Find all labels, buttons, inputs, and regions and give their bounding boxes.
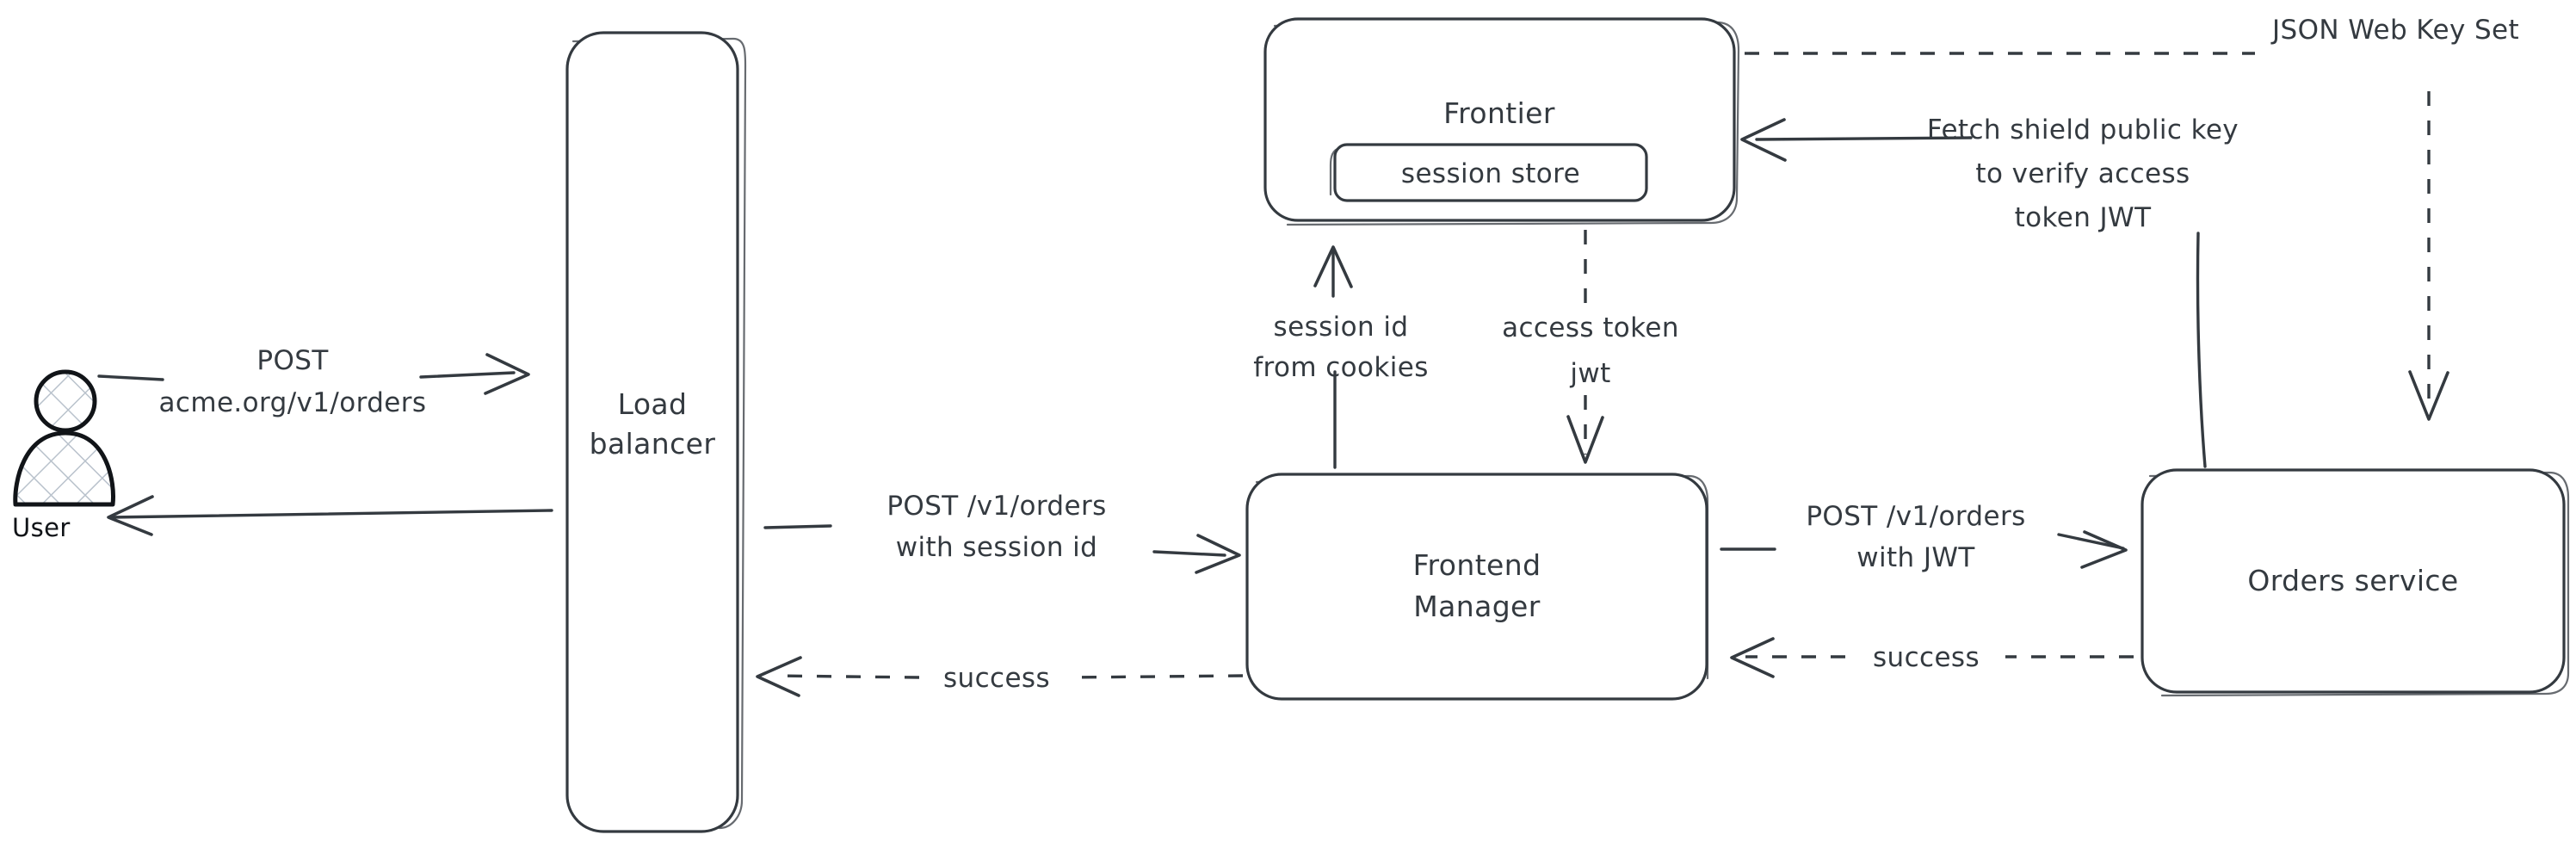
- edge-orders-to-frontier-curve: [2196, 232, 2207, 468]
- session-store-label: session store: [1401, 158, 1580, 189]
- edge-frontier-to-orders-arrowhead: [2408, 370, 2449, 421]
- orders-service-box: [2140, 468, 2566, 694]
- edge-orders-to-frontier-label-line2: to verify access: [1975, 158, 2190, 189]
- edge-fm-to-orders-label-line1: POST /v1/orders: [1806, 501, 2025, 532]
- frontier-sketch-outline: [1273, 21, 1740, 226]
- edge-orders-to-fm-arrowhead: [1730, 637, 1775, 678]
- edge-lb-to-user-line: [108, 509, 553, 519]
- edge-user-to-load-balancer: POST acme.org/v1/orders: [97, 345, 530, 418]
- load-balancer-label-line2: balancer: [590, 427, 716, 461]
- orders-service-sketch-outline: [2148, 471, 2570, 697]
- node-load-balancer[interactable]: Load balancer: [565, 31, 747, 833]
- frontier-label: Frontier: [1443, 96, 1555, 130]
- frontend-manager-box: [1245, 473, 1708, 701]
- edge-frontend-manager-to-frontier: session id from cookies: [1253, 245, 1429, 469]
- edge-load-balancer-to-user: [107, 495, 553, 536]
- load-balancer-box: [565, 31, 739, 833]
- edge-lb-to-fm-label-line1: POST /v1/orders: [886, 491, 1106, 522]
- edge-fm-to-lb-line: [1069, 674, 1244, 679]
- edge-user-to-lb-label-line1: POST: [256, 345, 329, 376]
- edge-fm-to-lb-label: success: [943, 663, 1050, 694]
- user-body-icon: [13, 430, 115, 507]
- edge-user-to-lb-arrowhead: [484, 353, 530, 395]
- edge-load-balancer-to-frontend-manager: POST /v1/orders with session id: [763, 491, 1241, 574]
- edge-fm-to-frontier-arrowhead: [1313, 245, 1353, 288]
- edge-orders-to-frontier-line: [1755, 136, 1973, 141]
- edge-fm-to-lb-line-2: [772, 674, 920, 679]
- load-balancer-label-line1: Load: [618, 387, 688, 421]
- edge-frontier-to-fm-label-line1: access token: [1502, 312, 1679, 343]
- edge-frontier-to-orders-label: JSON Web Key Set: [2270, 15, 2519, 46]
- edge-fm-to-frontier-label-line1: session id: [1274, 312, 1409, 343]
- node-frontend-manager[interactable]: Frontend Manager: [1245, 473, 1709, 701]
- user-head-icon: [34, 369, 97, 433]
- edge-fm-to-orders-line-2: [2057, 533, 2125, 550]
- edge-user-to-lb-line-2: [419, 371, 516, 379]
- frontend-manager-label-line2: Manager: [1413, 590, 1540, 623]
- orders-service-label: Orders service: [2247, 564, 2458, 597]
- edge-lb-to-fm-line: [763, 524, 832, 529]
- node-session-store[interactable]: session store: [1329, 143, 1648, 202]
- edge-orders-to-frontier-arrowhead: [1740, 118, 1787, 162]
- edge-fm-to-lb-arrowhead: [756, 656, 802, 697]
- edge-orders-to-fm-label: success: [1873, 642, 1980, 673]
- edge-frontier-to-fm-arrowhead: [1566, 415, 1604, 464]
- edge-user-to-lb-line: [97, 374, 164, 381]
- node-user[interactable]: User: [12, 369, 115, 542]
- edge-fm-to-orders-label-line2: with JWT: [1856, 542, 1975, 573]
- user-label: User: [12, 513, 71, 542]
- node-orders-service[interactable]: Orders service: [2140, 468, 2570, 697]
- edge-lb-to-fm-arrowhead: [1195, 534, 1241, 574]
- edge-lb-to-fm-label-line2: with session id: [896, 532, 1098, 563]
- edge-orders-to-frontier-label-line3: token JWT: [2015, 202, 2153, 233]
- session-store-box: [1333, 143, 1648, 202]
- edge-orders-to-frontier-label-line1: Fetch shield public key: [1927, 114, 2239, 145]
- edge-lb-to-user-arrowhead: [107, 495, 154, 536]
- edge-fm-to-orders-arrowhead: [2080, 530, 2128, 569]
- edge-frontier-to-orders-service: JSON Web Key Set: [1745, 15, 2519, 421]
- edge-frontend-manager-to-orders-service: POST /v1/orders with JWT: [1720, 501, 2128, 573]
- load-balancer-sketch-outline: [571, 37, 747, 830]
- frontend-manager-sketch-outline: [1255, 474, 1709, 680]
- edge-user-to-lb-label-line2: acme.org/v1/orders: [159, 387, 427, 418]
- edge-lb-to-fm-line-2: [1152, 550, 1226, 557]
- edge-orders-service-to-frontier: Fetch shield public key to verify access…: [1740, 114, 2239, 468]
- edge-frontier-to-fm-label-line2: jwt: [1569, 358, 1610, 389]
- edge-fm-to-frontier-label-line2: from cookies: [1253, 352, 1429, 383]
- edge-frontend-manager-to-load-balancer: success: [756, 656, 1244, 697]
- node-frontier[interactable]: Frontier session store: [1263, 17, 1740, 226]
- edge-frontier-to-frontend-manager: access token jwt: [1502, 230, 1679, 464]
- frontend-manager-label-line1: Frontend: [1413, 548, 1541, 582]
- edge-orders-service-to-frontend-manager: success: [1730, 637, 2134, 678]
